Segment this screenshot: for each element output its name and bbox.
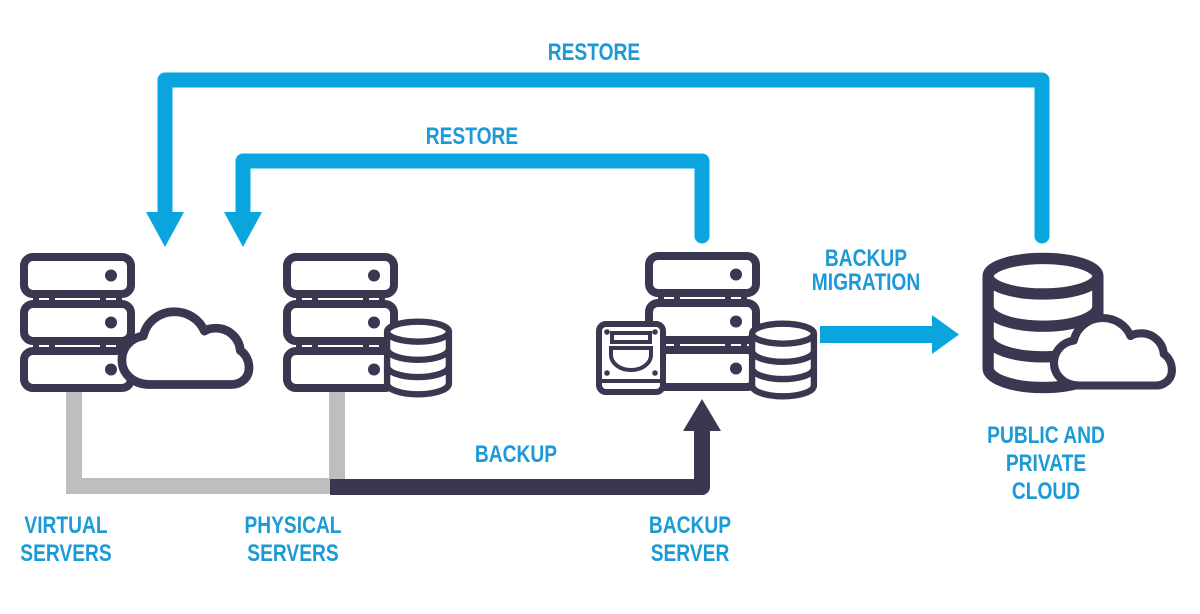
cloud-icon bbox=[1041, 309, 1184, 399]
restore-top-arrowhead bbox=[146, 212, 184, 247]
database-icon bbox=[381, 318, 455, 398]
virtual-servers-label: VIRTUAL SERVERS bbox=[20, 512, 112, 567]
restore-mid-arrowhead bbox=[224, 212, 262, 247]
database-icon bbox=[746, 320, 820, 400]
backup-label: BACKUP bbox=[474, 441, 558, 468]
restore-top-path bbox=[157, 72, 1050, 244]
backup-link-gray-virtual bbox=[66, 386, 338, 494]
backup-arrowhead bbox=[683, 399, 721, 431]
backup-server-label: BACKUP SERVER bbox=[648, 512, 732, 567]
restore-mid-path bbox=[235, 153, 710, 244]
backup-arrow-path bbox=[330, 426, 710, 495]
disk-drive-icon bbox=[596, 321, 666, 395]
public-private-cloud-label: PUBLIC AND PRIVATE CLOUD bbox=[987, 422, 1105, 505]
physical-servers-label: PHYSICAL SERVERS bbox=[244, 512, 342, 567]
migration-arrowhead bbox=[932, 315, 959, 354]
restore-top-label: RESTORE bbox=[547, 39, 641, 66]
restore-mid-label: RESTORE bbox=[425, 123, 519, 150]
cloud-icon bbox=[116, 302, 254, 399]
backup-migration-label: BACKUP MIGRATION bbox=[811, 245, 921, 296]
